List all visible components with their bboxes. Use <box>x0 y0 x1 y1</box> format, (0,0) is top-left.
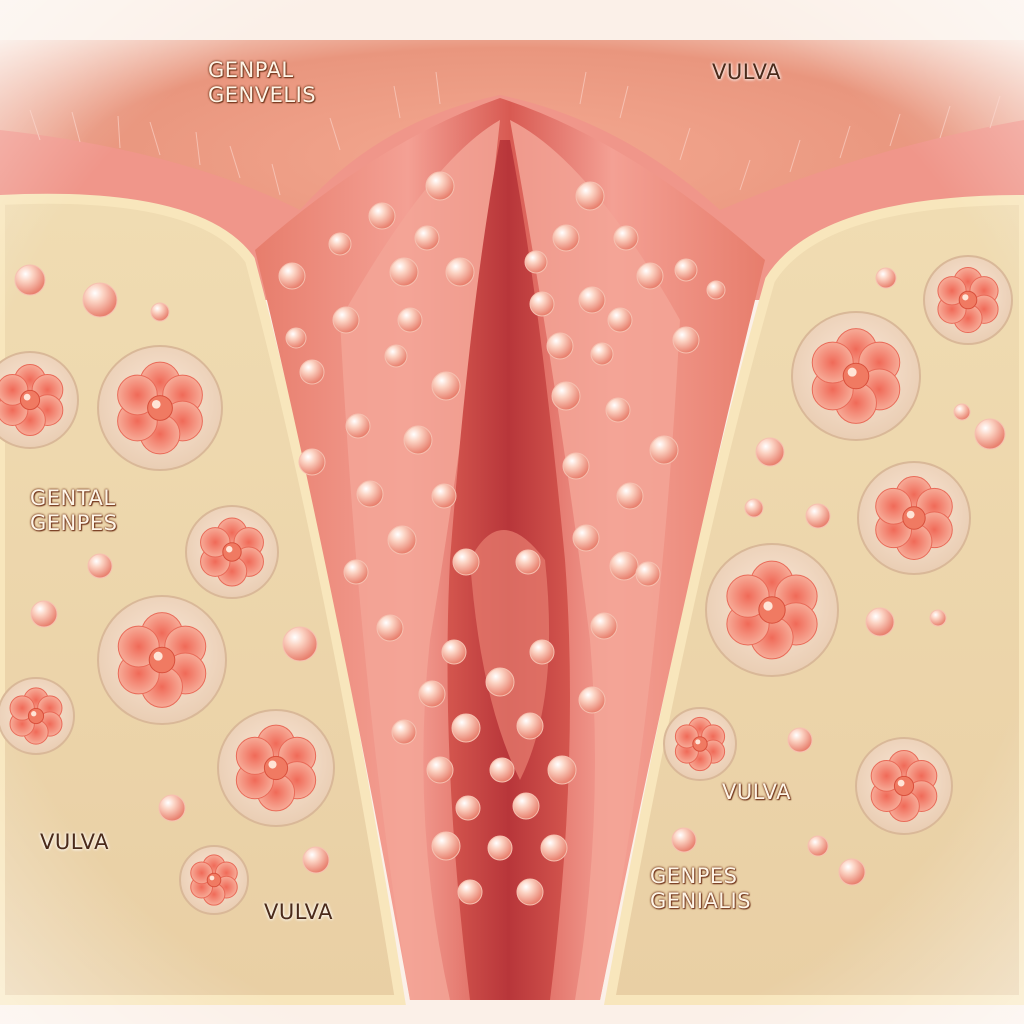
label-left-bottom: VULVA <box>40 830 110 854</box>
label-top-left: GENPAL GENVELIS <box>208 58 317 107</box>
label-top-right: VULVA <box>712 60 782 84</box>
label-bottom-center: VULVA <box>264 900 334 924</box>
label-right-bottom: GENPES GENIALIS <box>650 864 752 913</box>
label-left-mid: GENTAL GENPES <box>30 486 118 535</box>
label-right-mid: VULVA <box>722 780 792 804</box>
